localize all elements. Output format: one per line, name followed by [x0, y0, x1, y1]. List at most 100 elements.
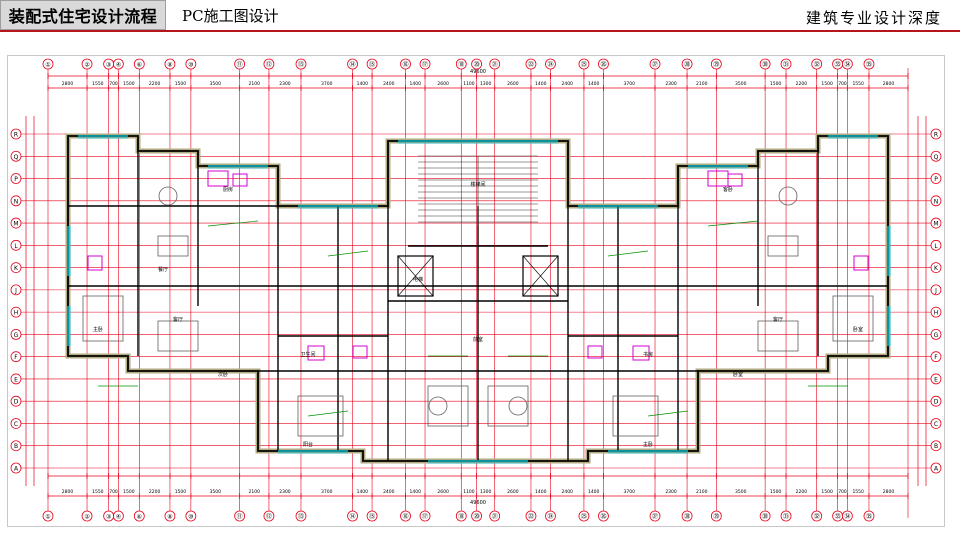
grid-bubble-label: ㉗ — [652, 61, 658, 69]
elevator-cross — [397, 255, 434, 297]
grid-bubble — [164, 510, 176, 522]
grid-bubble — [234, 58, 246, 70]
dimension-label: 1300 — [480, 489, 492, 495]
annotation-leader — [327, 250, 369, 257]
grid-bubble-label: ㉘ — [684, 61, 690, 69]
room-label: 楼梯间 — [470, 181, 485, 188]
dimension-label: 2400 — [561, 489, 573, 495]
grid-bubble-label: ㉖ — [600, 513, 606, 521]
dimension-label: 2400 — [383, 81, 395, 87]
dimension-label: 1100 — [463, 489, 475, 495]
row-bubble-label: K — [934, 265, 939, 272]
row-bubble-label: L — [14, 243, 18, 250]
grid-bubble — [185, 58, 197, 70]
grid-bubble-label: ㉛ — [783, 513, 789, 521]
sanitary-fixture — [87, 255, 103, 271]
row-bubble — [10, 284, 22, 296]
room-label: 卫生间 — [300, 351, 315, 358]
row-bubble-label: L — [934, 243, 938, 250]
row-bubble — [10, 373, 22, 385]
dimension-label: 1500 — [770, 489, 782, 495]
grid-bubble-label: ⑮ — [369, 513, 375, 521]
annotation-leader — [607, 250, 649, 257]
dimension-label: 2100 — [249, 489, 261, 495]
sanitary-fixture — [587, 345, 603, 359]
grid-bubble-label: ⑩ — [188, 62, 193, 69]
grid-bubble — [489, 510, 501, 522]
grid-bubble-label: ② — [84, 62, 90, 69]
dimension-label: 1550 — [92, 489, 104, 495]
dimension-label: 2200 — [149, 81, 161, 87]
row-bubble-label: R — [934, 132, 938, 139]
room-label: 书房 — [643, 351, 653, 358]
row-bubble — [10, 462, 22, 474]
dimension-label: 3700 — [321, 489, 333, 495]
room-label: 前室 — [473, 336, 483, 343]
dimension-label: 1100 — [463, 81, 475, 87]
dimension-label: 2200 — [796, 489, 808, 495]
grid-bubble — [780, 58, 792, 70]
row-bubble — [930, 395, 942, 407]
grid-bubble-label: ③ — [106, 514, 111, 521]
dimension-label: 1500 — [821, 81, 833, 87]
grid-bubble — [263, 510, 275, 522]
row-bubble — [930, 239, 942, 251]
furniture — [297, 395, 344, 437]
grid-bubble-label: ㉝ — [835, 61, 841, 69]
dimension-label: 2200 — [796, 81, 808, 87]
dimension-label: 1400 — [588, 489, 600, 495]
grid-bubble-label: ㉙ — [713, 61, 719, 69]
row-bubble — [930, 351, 942, 363]
grid-bubble — [366, 58, 378, 70]
grid-bubble-label: ㉖ — [600, 61, 606, 69]
room-label: 卧室 — [853, 326, 863, 333]
grid-bubble-label: ㉒ — [528, 61, 534, 69]
grid-bubble-label: ④ — [116, 514, 121, 521]
dimension-label: 1400 — [357, 81, 369, 87]
grid-bubble-label: ㉕ — [581, 513, 587, 521]
furniture — [757, 320, 799, 352]
dimension-label: 3700 — [321, 81, 333, 87]
grid-bubble — [347, 58, 358, 70]
room-label: 客厅 — [773, 316, 783, 323]
grid-bubble-label: ㉞ — [844, 61, 850, 69]
row-bubble-label: E — [14, 376, 18, 383]
grid-bubble — [133, 58, 145, 70]
sanitary-fixture — [632, 345, 650, 361]
room-label: 次卧 — [218, 371, 228, 378]
grid-bubble-label: ⑮ — [369, 61, 375, 69]
grid-bubble-label: ⑱ — [458, 513, 464, 521]
grid-bubble-label: ㉙ — [713, 513, 719, 521]
grid-bubble — [710, 58, 722, 70]
grid-bubble-label: ㉑ — [492, 61, 498, 69]
row-bubble-label: J — [934, 287, 937, 294]
row-bubble-label: C — [14, 421, 18, 428]
row-bubble — [10, 395, 22, 407]
dimension-label: 1500 — [770, 81, 782, 87]
row-bubble-label: A — [14, 466, 19, 473]
dimension-label: 2600 — [507, 81, 519, 87]
grid-bubble — [234, 510, 246, 522]
grid-bubble-label: ⑧ — [167, 514, 172, 521]
dimension-label: 1400 — [357, 489, 369, 495]
header-right-title: 建筑专业设计深度 — [805, 9, 942, 27]
dimension-label: 1400 — [535, 489, 547, 495]
elevator-cross — [522, 255, 559, 297]
dimension-label: 700 — [109, 81, 118, 87]
row-bubble — [10, 173, 22, 184]
grid-bubble-label: ⑫ — [266, 513, 272, 521]
grid-bubble — [419, 58, 431, 70]
dimension-label: 1550 — [852, 81, 864, 87]
row-bubble — [10, 306, 22, 318]
annotation-leader — [647, 410, 689, 417]
row-bubble-label: M — [13, 221, 18, 228]
grid-bubble — [525, 510, 537, 522]
grid-bubble-label: ② — [84, 514, 90, 521]
row-bubble-label: J — [14, 287, 17, 294]
grid-bubble — [419, 510, 431, 522]
dimension-label: 2800 — [883, 489, 895, 495]
furniture — [612, 395, 659, 437]
total-dimension-label: 49600 — [470, 69, 486, 75]
grid-bubble — [400, 510, 411, 522]
